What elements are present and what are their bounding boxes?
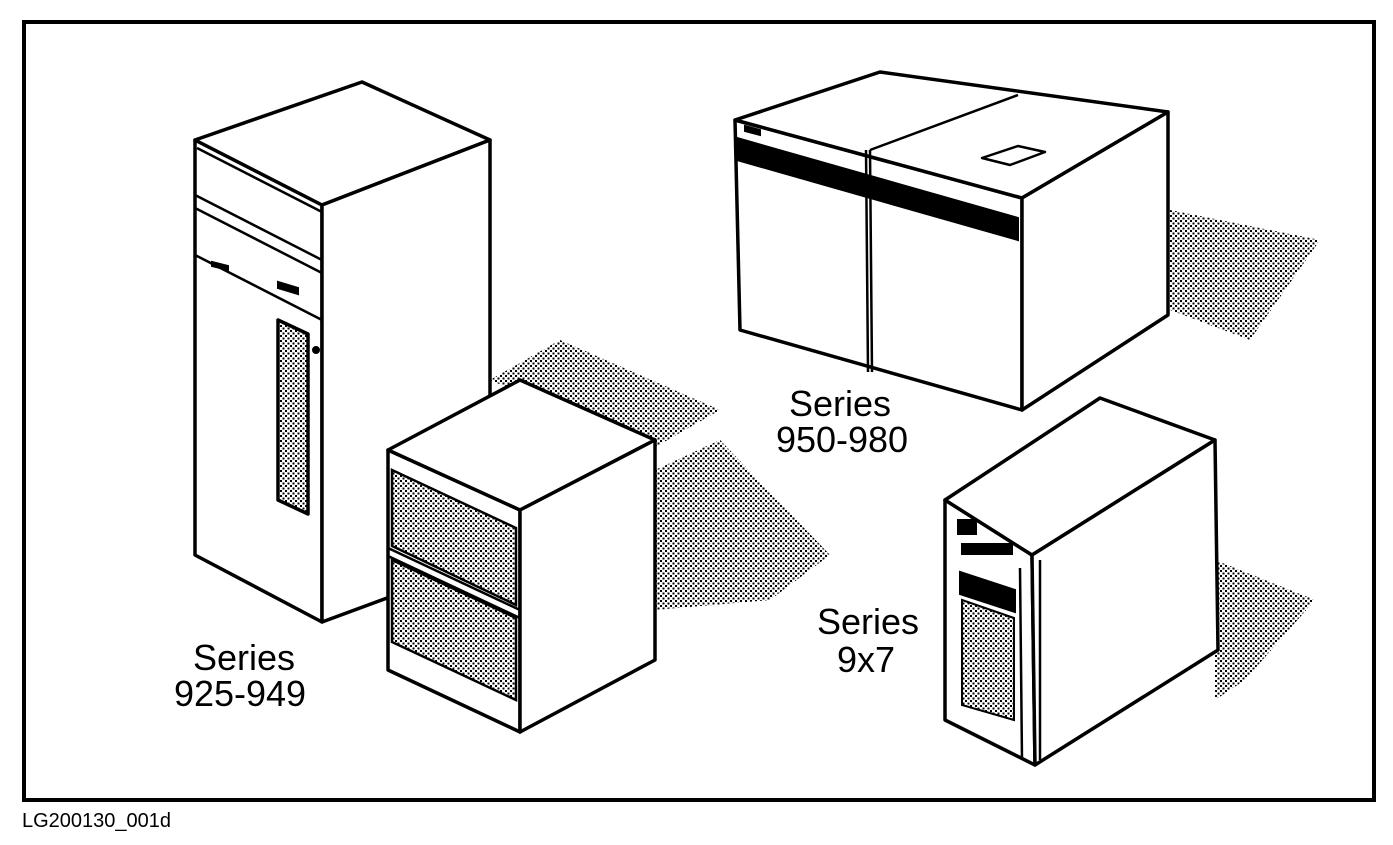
series-9x7-label-line2: 9x7: [837, 639, 895, 680]
small-tower-cabinet: [943, 396, 1315, 767]
figure-frame: [22, 20, 1376, 802]
figure-id-caption: LG200130_001d: [22, 810, 171, 832]
series-925-949-label-line2: 925-949: [174, 673, 306, 714]
series-950-980-label-line2: 950-980: [776, 419, 908, 460]
series-925-949-label-line1: Series: [193, 637, 295, 678]
series-9x7-label-line1: Series: [817, 601, 919, 642]
short-cabinet: [386, 378, 830, 734]
wide-cabinet: [733, 70, 1320, 412]
series-950-980-label-line1: Series: [789, 383, 891, 424]
